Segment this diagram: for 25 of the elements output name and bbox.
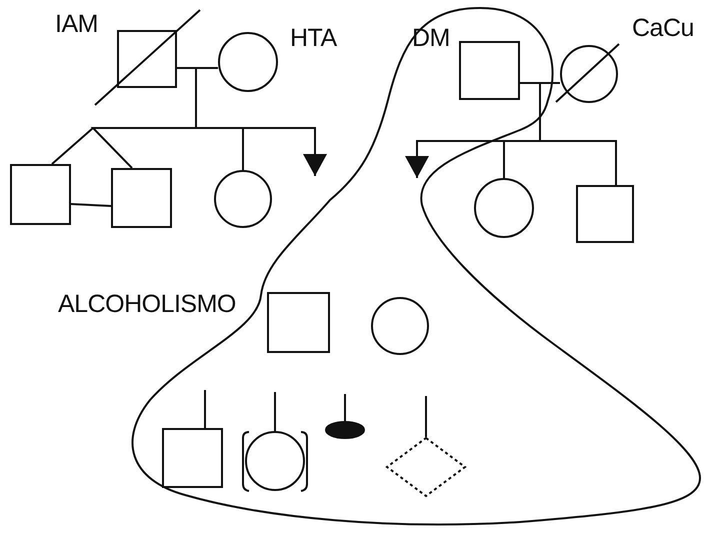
condition-label: CaCu — [632, 16, 694, 41]
female-circle — [214, 170, 272, 228]
female-circle — [371, 297, 429, 355]
relationship-line — [274, 392, 276, 431]
condition-label: HTA — [290, 26, 337, 51]
male-square — [459, 41, 520, 100]
male-square — [267, 292, 330, 353]
female-circle — [218, 32, 278, 92]
condition-label: ALCOHOLISMO — [58, 292, 236, 317]
male-square — [162, 428, 223, 488]
dashed-diamond — [386, 437, 466, 497]
filled-ellipse — [325, 421, 365, 439]
relationship-line — [344, 394, 346, 421]
condition-label: IAM — [55, 12, 98, 37]
female-circle — [474, 178, 534, 238]
male-square — [10, 164, 71, 225]
relationship-line — [425, 396, 427, 437]
condition-label: DM — [412, 26, 450, 51]
male-square — [111, 168, 172, 228]
male-square — [117, 30, 177, 88]
relationship-line — [204, 390, 206, 428]
descent-arrow — [177, 67, 327, 176]
relationship-line — [520, 82, 617, 185]
male-square — [576, 185, 634, 243]
relationship-line — [70, 203, 112, 207]
